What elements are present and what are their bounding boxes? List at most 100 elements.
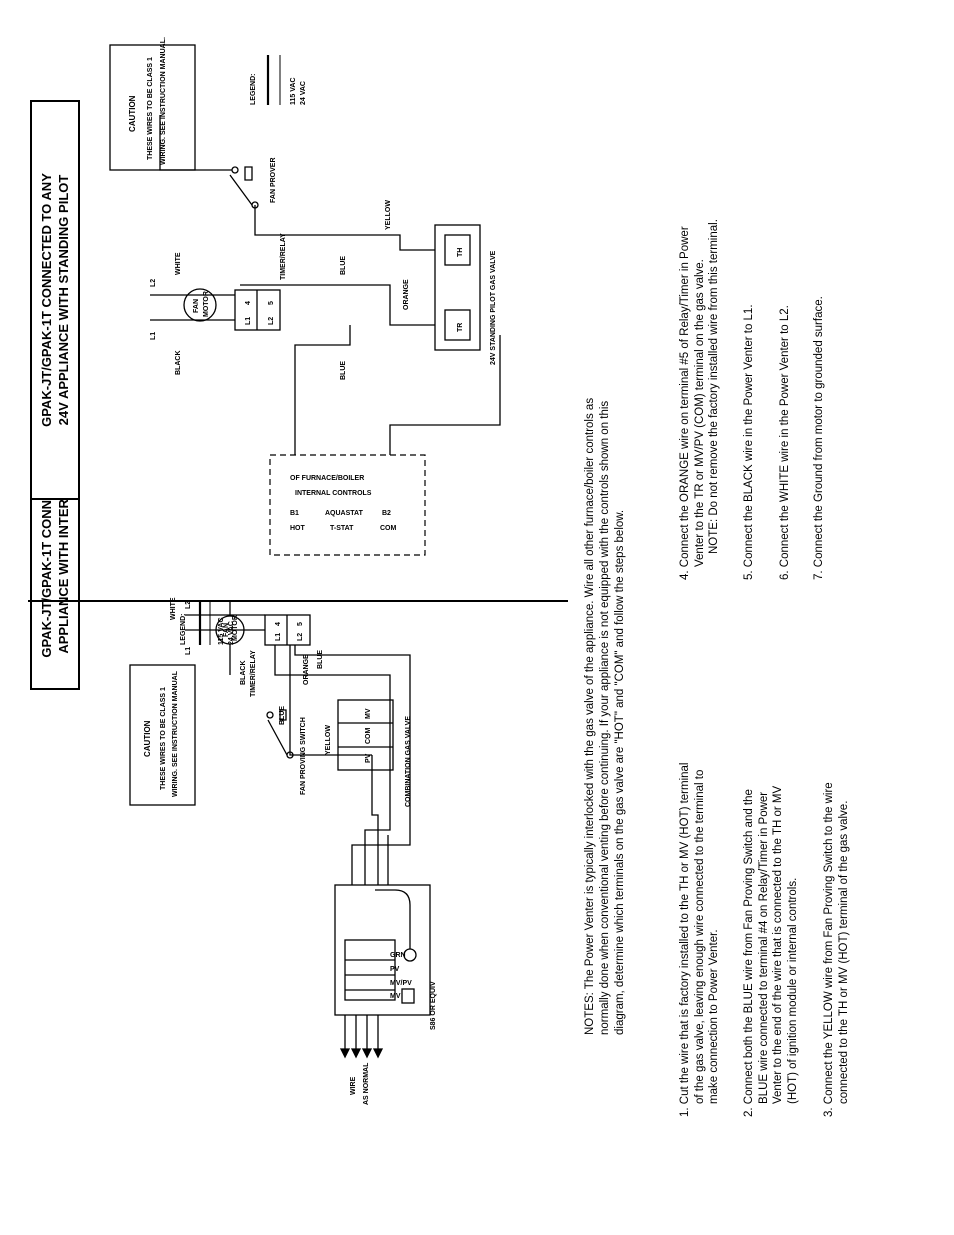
- standing-pilot-valve: [434, 224, 481, 351]
- notes-line: NOTES: The Power Venter is typically int…: [584, 397, 596, 1035]
- title-line: GPAK-JT/GPAK-1T CONNECTED TO ANY: [39, 173, 54, 427]
- com-label: COM: [380, 525, 397, 532]
- legend-title: LEGEND:: [180, 614, 187, 646]
- line-arrows: [150, 294, 235, 321]
- caution-heading: CAUTION: [143, 720, 152, 757]
- step-1: 1. Cut the wire that is factory installe…: [678, 763, 722, 1118]
- caution-line: WIRING. SEE INSTRUCTION MANUAL.: [160, 37, 167, 165]
- orange-wire-label: ORANGE: [403, 279, 410, 310]
- fan-motor: [183, 288, 217, 322]
- line-arrows: [185, 614, 265, 631]
- step-6: 6. Connect the WHITE wire in the Power V…: [778, 305, 793, 580]
- internal-controls-label: INTERNAL CONTROLS: [295, 490, 372, 497]
- internal-wires: [294, 325, 501, 455]
- timer-relay: [234, 289, 281, 331]
- valve-name-label: COMBINATION GAS VALVE: [405, 716, 412, 807]
- blue-wire-label: BLUE: [317, 650, 324, 669]
- legend: LEGEND: 115 VAC 24 VAC: [250, 55, 307, 105]
- step-line: 1. Cut the wire that is factory installe…: [679, 762, 691, 1118]
- step-3: 3. Connect the YELLOW wire from Fan Prov…: [822, 782, 851, 1117]
- legend-title: LEGEND:: [250, 74, 257, 106]
- step-line: 4. Connect the ORANGE wire on terminal #…: [679, 226, 691, 580]
- caution-box: CAUTION THESE WIRES TO BE CLASS 1 WIRING…: [109, 37, 196, 171]
- relay-terminal-label: L2: [268, 317, 275, 325]
- fan-proving-switch: [266, 709, 294, 759]
- l1-label: L1: [185, 647, 192, 655]
- caution-line: WIRING. SEE INSTRUCTION MANUAL: [172, 670, 179, 797]
- relay-terminal-label: L1: [275, 633, 282, 641]
- black-wire-label: BLACK: [240, 661, 247, 686]
- standing-pilot-diagram: HOT T-STAT COM B1 AQUASTAT B2 INTERNAL C…: [109, 37, 501, 556]
- relay-terminal-label: 5: [268, 301, 275, 305]
- relay-terminal-label: L1: [245, 317, 252, 325]
- l2-label: L2: [150, 279, 157, 287]
- valve-name-label: 24V STANDING PILOT GAS VALVE: [490, 250, 497, 365]
- step-line: 7. Connect the Ground from motor to grou…: [813, 296, 825, 580]
- module-valve-wires: [351, 715, 411, 885]
- blue-wire-label: BLUE: [279, 706, 286, 725]
- module-terminal-label: GRN: [390, 952, 406, 959]
- valve-terminal-label: TH: [457, 248, 464, 257]
- standing-pilot-title: GPAK-JT/GPAK-1T CONNECTED TO ANY 24V APP…: [30, 100, 80, 500]
- step-line: 5. Connect the BLACK wire in the Power V…: [743, 304, 755, 580]
- l1-label: L1: [150, 332, 157, 340]
- wire-as-normal-label: WIRE: [350, 1076, 357, 1095]
- step-line: 6. Connect the WHITE wire in the Power V…: [779, 305, 791, 580]
- black-wire-label: BLACK: [175, 351, 182, 376]
- timer-relay-label: TIMER/RELAY: [280, 233, 287, 280]
- valve-wires: [240, 205, 435, 326]
- caution-heading: CAUTION: [128, 95, 137, 132]
- aquastat-label: AQUASTAT: [325, 510, 364, 517]
- fan-prover-switch: [159, 115, 259, 209]
- wire-as-normal-label: AS NORMAL: [363, 1062, 370, 1105]
- relay-terminal-label: 5: [297, 622, 304, 626]
- relay-wires: [274, 645, 411, 756]
- legend-115: 115 VAC: [290, 78, 297, 106]
- b2-label: B2: [382, 510, 391, 517]
- fan-motor-label: FAN: [193, 299, 200, 313]
- relay-terminal-label: L2: [297, 633, 304, 641]
- fan-switch-label: FAN PROVING SWITCH: [300, 717, 307, 795]
- ignition-module: [334, 884, 431, 1016]
- caution-line: THESE WIRES TO BE CLASS 1: [160, 687, 167, 790]
- step-line: connected to the TH or MV (HOT) terminal…: [837, 800, 850, 1104]
- tstat-label: T-STAT: [330, 525, 354, 532]
- white-wire-label: WHITE: [175, 252, 182, 275]
- valve-terminal-label: MV: [365, 708, 372, 719]
- valve-terminal-label: TR: [457, 323, 464, 332]
- module-terminal-label: MV: [390, 993, 401, 1000]
- internal-controls-label: OF FURNACE/BOILER: [290, 475, 364, 482]
- timer-relay-label: TIMER/RELAY: [250, 650, 257, 697]
- legend-115: 115 VAC: [218, 618, 225, 646]
- notes-line: normally done when conventional venting …: [599, 400, 611, 1035]
- step-2: 2. Connect both the BLUE wire from Fan P…: [742, 786, 800, 1117]
- orange-wire-label: ORANGE: [303, 654, 310, 685]
- valve-terminal-label: PV: [365, 753, 372, 763]
- step-line: make connection to Power Venter.: [708, 929, 720, 1104]
- relay-terminal-label: 4: [245, 301, 252, 305]
- caution-box: CAUTION THESE WIRES TO BE CLASS 1 WIRING…: [129, 664, 196, 806]
- title-line: 24V APPLIANCE WITH STANDING PILOT: [56, 174, 71, 426]
- legend: LEGEND: 115 VAC 24 VAC: [180, 600, 235, 645]
- internal-controls-box: HOT T-STAT COM B1 AQUASTAT B2 INTERNAL C…: [269, 454, 426, 556]
- step-7: 7. Connect the Ground from motor to grou…: [812, 296, 827, 580]
- module-terminal-label: MV/PV: [390, 980, 412, 987]
- notes-block: NOTES: The Power Venter is typically int…: [583, 398, 628, 1035]
- valve-terminal-label: COM: [365, 728, 372, 745]
- blue-wire-label: BLUE: [340, 256, 347, 275]
- combination-gas-valve: [337, 699, 394, 771]
- step-line: Venter to the TR or MV/PV (COM) terminal…: [693, 259, 706, 567]
- module-model-label: S86 OR EQUIV: [430, 981, 437, 1030]
- module-terminal-label: PV: [390, 966, 400, 973]
- blue-wire-label: BLUE: [340, 361, 347, 380]
- step-4: 4. Connect the ORANGE wire on terminal #…: [678, 219, 722, 580]
- intermittent-ignition-diagram: WIRE AS NORMAL S86 OR EQUIV MV MV/PV PV …: [129, 597, 437, 1105]
- step-line: BLUE wire connected to terminal #4 on Re…: [757, 791, 770, 1104]
- section-divider: [28, 600, 568, 602]
- notes-line: diagram, determine which terminals on th…: [614, 509, 626, 1035]
- step-5: 5. Connect the BLACK wire in the Power V…: [742, 304, 757, 580]
- step-line: NOTE: Do not remove the factory installe…: [708, 219, 720, 554]
- caution-line: THESE WIRES TO BE CLASS 1: [147, 57, 154, 160]
